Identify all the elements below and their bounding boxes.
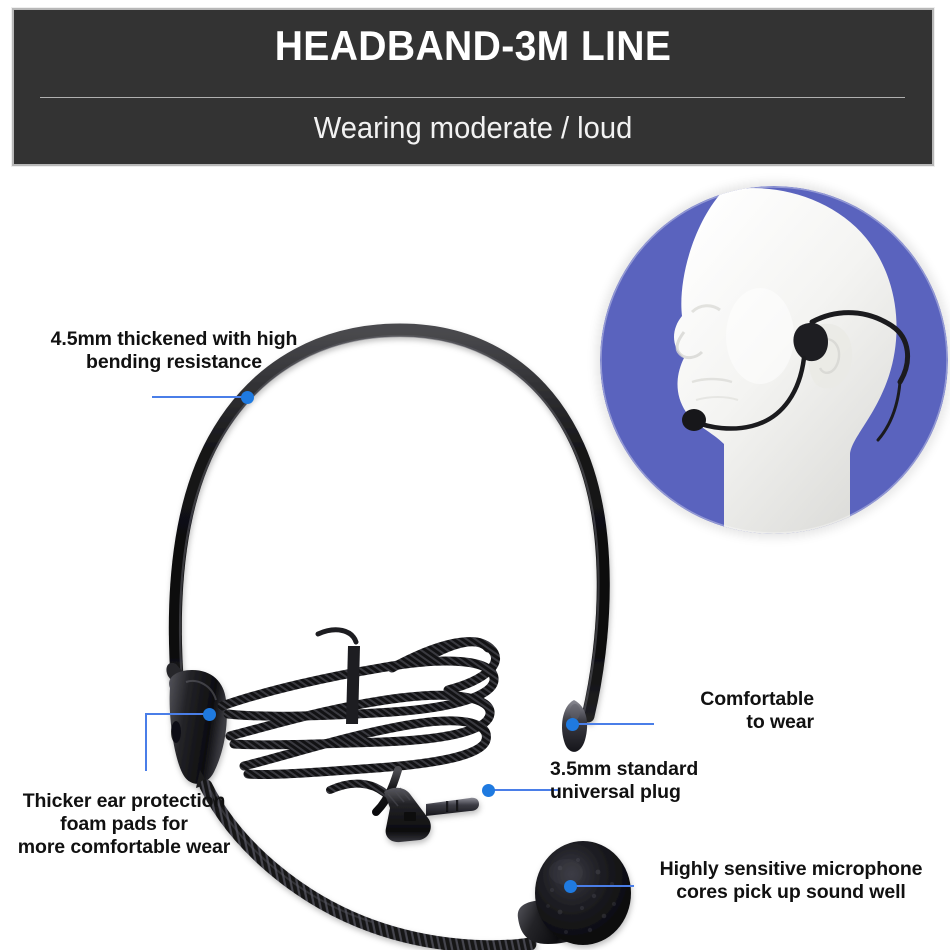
callout-dot-foam bbox=[203, 708, 216, 721]
wearing-demo-inset bbox=[600, 186, 948, 534]
inset-boom-arm bbox=[693, 355, 807, 431]
callout-label-mic: Highly sensitive microphone cores pick u… bbox=[659, 858, 923, 903]
inset-headband bbox=[809, 310, 911, 385]
callout-label-plug: 3.5mm standard universal plug bbox=[550, 758, 699, 803]
microphone-foam-windscreen bbox=[535, 841, 631, 945]
left-earpiece-module bbox=[166, 662, 227, 788]
inset-ear-module bbox=[793, 322, 828, 362]
callout-dot-comfort bbox=[566, 718, 579, 731]
cable-tie bbox=[346, 646, 360, 724]
gooseneck-boom bbox=[199, 779, 537, 950]
headband-highlight bbox=[178, 334, 600, 757]
callout-dot-mic bbox=[564, 880, 577, 893]
wearing-demo-illustration bbox=[600, 186, 948, 534]
header-banner: HEADBAND-3M LINE Wearing moderate / loud bbox=[12, 8, 934, 166]
callout-dot-plug bbox=[482, 784, 495, 797]
plug-cable-braid bbox=[326, 779, 390, 798]
inset-mic-foam bbox=[682, 409, 706, 431]
header-subtitle: Wearing moderate / loud bbox=[313, 110, 633, 145]
callout-leader-lines bbox=[145, 396, 654, 887]
callout-label-band: 4.5mm thickened with high bending resist… bbox=[50, 328, 298, 373]
header-divider bbox=[40, 97, 905, 98]
callout-dot-band bbox=[241, 391, 254, 404]
page-title: HEADBAND-3M LINE bbox=[274, 22, 672, 69]
callout-label-comfort: Comfortable to wear bbox=[700, 688, 814, 733]
cable-tie-tail bbox=[315, 627, 359, 645]
right-earpiece-gloss bbox=[570, 704, 580, 720]
gooseneck-highlight bbox=[209, 789, 373, 923]
inset-ring bbox=[600, 186, 948, 534]
inset-trailing-cable bbox=[876, 380, 902, 442]
headband-arch bbox=[168, 323, 610, 767]
callout-label-foam: Thicker ear protection foam pads for mor… bbox=[17, 790, 231, 858]
braided-cable-coil bbox=[217, 637, 500, 780]
audio-plug-3-5mm bbox=[384, 787, 479, 843]
